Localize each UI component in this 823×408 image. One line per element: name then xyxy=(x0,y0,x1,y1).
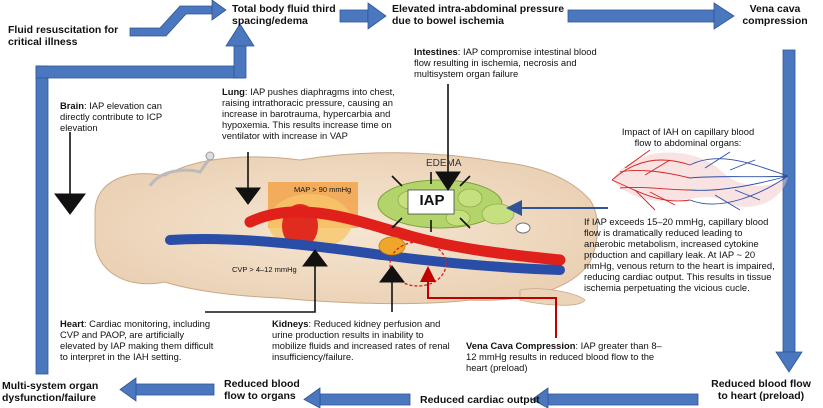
callout-vena-cava-text: : IAP greater than 8–12 mmHg results in … xyxy=(466,340,662,373)
callout-vena-cava: Vena Cava Compression: IAP greater than … xyxy=(466,340,662,373)
arrow-heart-to-cardiac-output xyxy=(531,387,699,408)
callout-brain-title: Brain xyxy=(60,100,84,111)
flow-third-spacing: Total body fluid third spacing/edema xyxy=(232,3,336,27)
arrow-capillary-to-intestines xyxy=(506,200,608,216)
arrow-spacing-to-iap xyxy=(339,2,387,30)
callout-kidneys-text: : Reduced kidney perfusion and urine pro… xyxy=(272,318,450,362)
flow-reduced-blood-flow-organs: Reduced blood flow to organs xyxy=(224,378,300,402)
callout-intestines-text: : IAP compromise intestinal blood flow r… xyxy=(414,46,597,79)
callout-kidneys-title: Kidneys xyxy=(272,318,309,329)
arrow-vena-cava-down xyxy=(775,49,803,373)
arrow-failure-loop xyxy=(35,23,255,375)
arrow-organs-to-failure xyxy=(119,377,215,402)
callout-lung-title: Lung xyxy=(222,86,245,97)
callout-vena-cava-title: Vena Cava Compression xyxy=(466,340,576,351)
callout-brain: Brain: IAP elevation can directly contri… xyxy=(60,100,194,133)
flow-multi-system-failure: Multi-system organ dysfunction/failure xyxy=(2,380,99,404)
arrow-cardiac-output-to-organs xyxy=(303,387,411,408)
callout-capillary: Impact of IAH on capillary blood flow to… xyxy=(621,126,755,148)
callout-arrows xyxy=(54,84,461,313)
callout-brain-text: : IAP elevation can directly contribute … xyxy=(60,100,162,133)
arrow-fluid-to-spacing xyxy=(129,5,213,37)
edema-label: EDEMA xyxy=(426,158,462,169)
callout-lung-text: : IAP pushes diaphragms into chest, rais… xyxy=(222,86,395,141)
callout-heart: Heart: Cardiac monitoring, including CVP… xyxy=(60,318,218,362)
flow-fluid-resuscitation: Fluid resuscitation for critical illness xyxy=(8,24,119,48)
callout-lung: Lung: IAP pushes diaphragms into chest, … xyxy=(222,86,412,141)
callout-intestines: Intestines: IAP compromise intestinal bl… xyxy=(414,46,604,79)
cvp-label: CVP > 4–12 mmHg xyxy=(232,265,297,274)
iap-label: IAP xyxy=(419,192,445,209)
arrow-iap-to-vena-cava xyxy=(567,2,735,30)
callout-kidneys: Kidneys: Reduced kidney perfusion and ur… xyxy=(272,318,458,362)
callout-heart-title: Heart xyxy=(60,318,84,329)
arrow-vena-cava-pointer xyxy=(420,266,557,338)
flow-reduced-cardiac-output: Reduced cardiac output xyxy=(420,394,540,406)
callout-intestines-title: Intestines xyxy=(414,46,458,57)
callout-iap-threshold: If IAP exceeds 15–20 mmHg, capillary blo… xyxy=(584,216,775,293)
flow-elevated-iap: Elevated intra-abdominal pressure due to… xyxy=(392,3,565,27)
flow-vena-cava-compression: Vena cava compression xyxy=(742,3,808,27)
body-illustration xyxy=(94,151,598,306)
map-label: MAP > 90 mmHg xyxy=(294,185,352,194)
capillary-illustration xyxy=(611,149,789,211)
flow-reduced-blood-flow-heart: Reduced blood flow to heart (preload) xyxy=(711,378,811,402)
callout-heart-text: : Cardiac monitoring, including CVP and … xyxy=(60,318,214,362)
